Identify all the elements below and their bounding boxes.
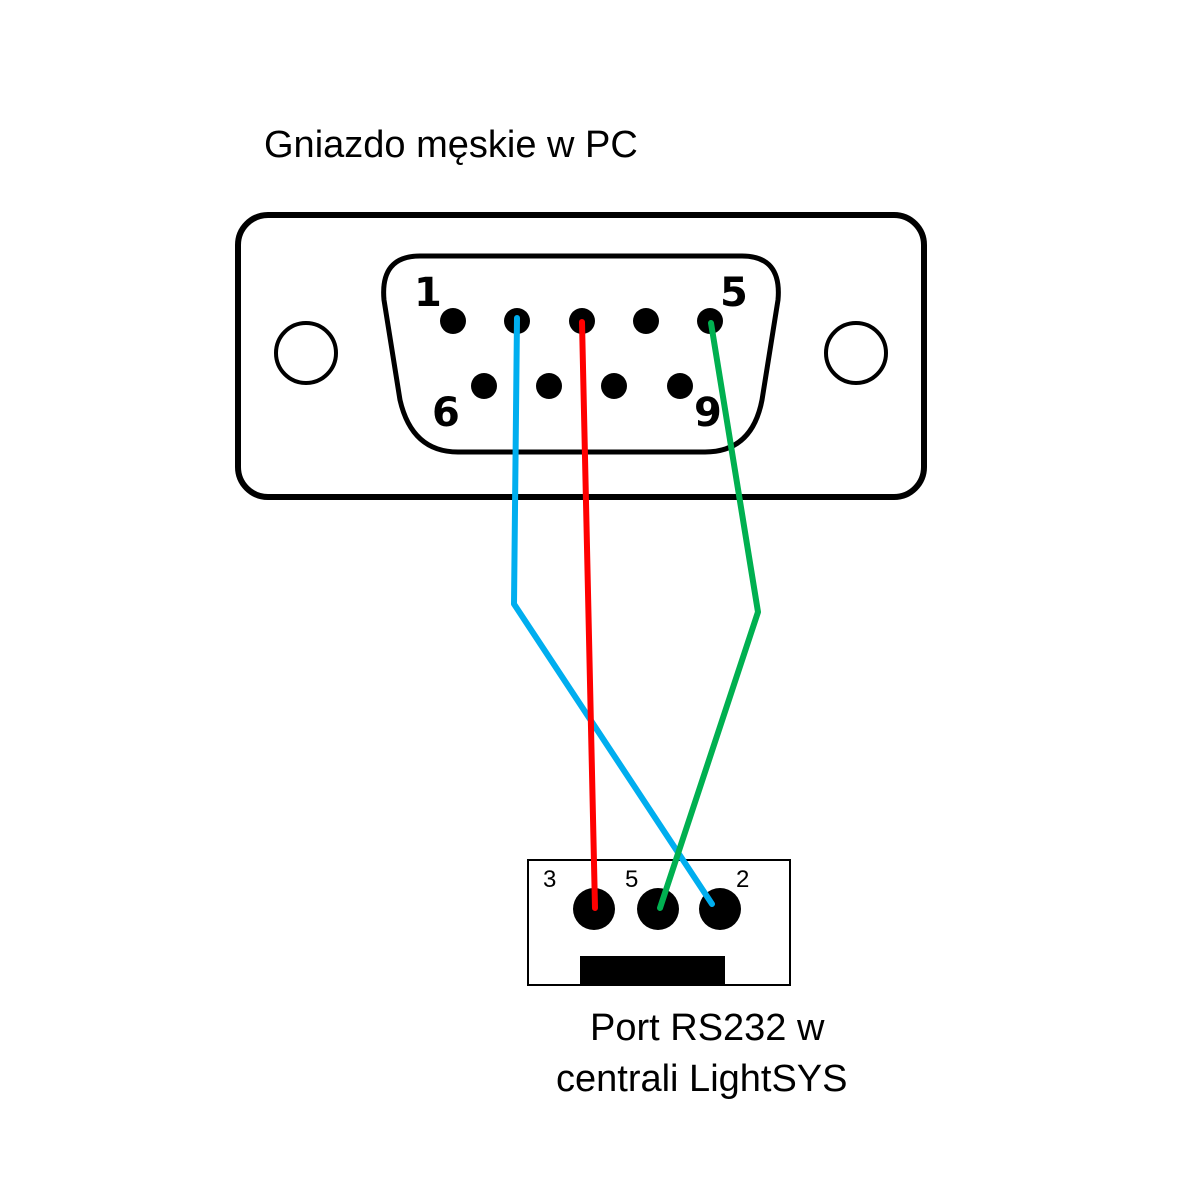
port-pin-label-2: 2 xyxy=(736,866,749,893)
pin-label-6: 6 xyxy=(432,390,460,436)
wire-blue-pin2 xyxy=(511,315,715,907)
db9-pin-6 xyxy=(471,373,497,399)
panel-port-key xyxy=(580,956,725,985)
panel-port-caption-line2: centrali LightSYS xyxy=(556,1058,848,1100)
db9-insert-outline xyxy=(381,253,781,455)
db9-pin-7 xyxy=(536,373,562,399)
db9-pin-1 xyxy=(440,308,466,334)
db9-shell xyxy=(235,212,927,500)
db9-pin-4 xyxy=(633,308,659,334)
port-pin-label-3: 3 xyxy=(543,866,556,893)
right-mounting-hole xyxy=(824,321,888,385)
db9-pin-8 xyxy=(601,373,627,399)
pin-label-9: 9 xyxy=(694,390,722,436)
panel-port-caption-line1: Port RS232 w xyxy=(590,1007,825,1049)
wire-green-pin5 xyxy=(657,320,761,911)
db9-pin-9 xyxy=(667,373,693,399)
port-pin-label-5: 5 xyxy=(625,866,638,893)
left-mounting-hole xyxy=(274,321,338,385)
pc-connector-title: Gniazdo męskie w PC xyxy=(264,124,638,166)
wire-red-pin3 xyxy=(579,319,598,911)
pin-label-1: 1 xyxy=(414,270,442,316)
pin-label-5: 5 xyxy=(720,270,748,316)
